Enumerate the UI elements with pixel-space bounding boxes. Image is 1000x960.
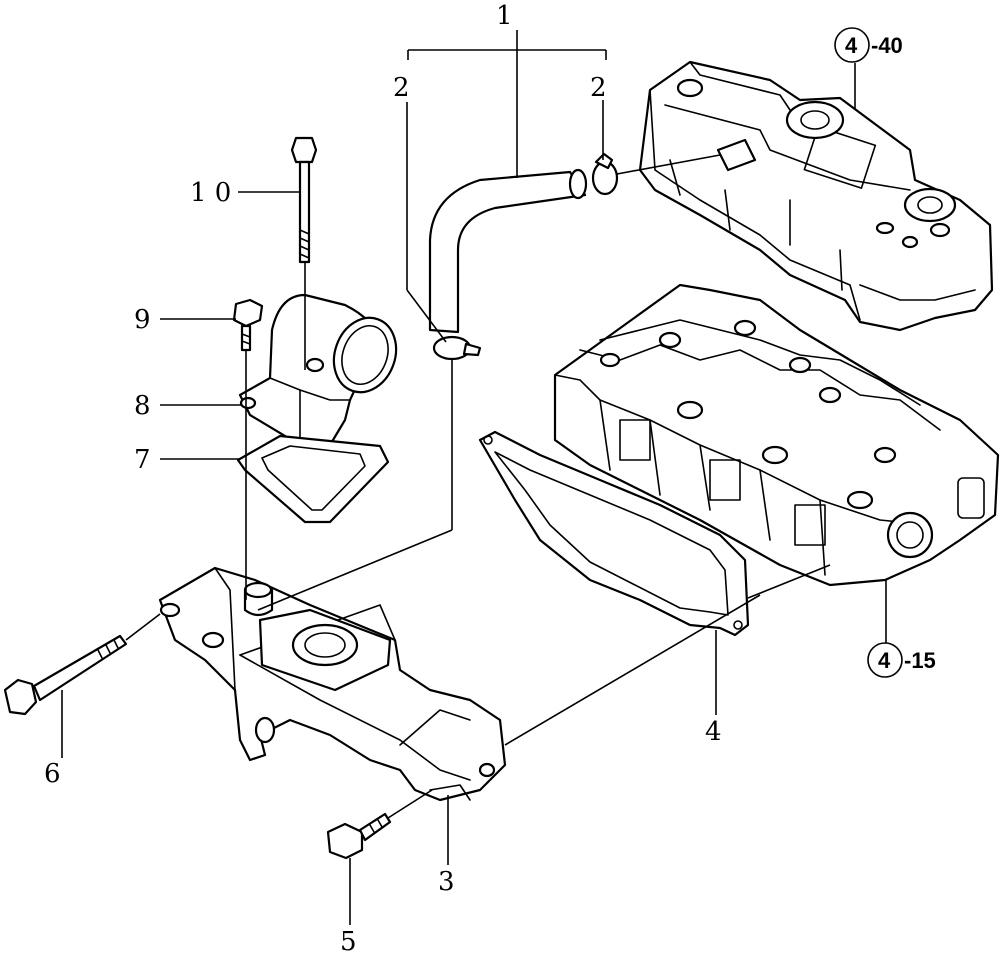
reference-cover: 4 -40: [834, 27, 903, 63]
thermostat-housing: [238, 293, 398, 447]
reference-cover-suffix: -40: [871, 33, 903, 58]
callout-7: 7: [134, 445, 151, 475]
bolt-10: [290, 136, 318, 264]
callout-10: 1 0: [190, 178, 231, 208]
callout-6: 6: [44, 759, 61, 789]
reference-head: 4 -15: [867, 642, 936, 678]
intake-manifold: [158, 566, 507, 802]
reference-cover-circle: 4: [845, 33, 858, 58]
manifold-gasket: [478, 430, 750, 637]
callout-3: 3: [438, 867, 455, 897]
hose-clamp-upper: [591, 152, 619, 196]
bolt-9: [232, 298, 264, 352]
callout-9: 9: [134, 305, 151, 335]
reference-head-circle: 4: [878, 648, 891, 673]
hose-clamp-lower: [432, 335, 482, 361]
leader-lines: [61, 30, 887, 925]
callout-5: 5: [340, 927, 357, 957]
callout-1: 1: [496, 1, 513, 31]
callout-4: 4: [705, 717, 722, 747]
bolt-5: [326, 812, 392, 860]
callout-2-right: 2: [590, 73, 607, 103]
valve-cover: [638, 60, 994, 332]
thermostat-gasket: [236, 434, 390, 524]
coolant-hose: [428, 168, 588, 334]
bolt-6: [3, 634, 128, 716]
callout-8: 8: [134, 391, 151, 421]
callout-labels: 1 2 2 1 0 9 8 7 6 4 3 5: [44, 1, 722, 957]
cylinder-head: [553, 283, 1000, 587]
callout-2-left: 2: [393, 73, 410, 103]
reference-head-suffix: -15: [904, 648, 936, 673]
